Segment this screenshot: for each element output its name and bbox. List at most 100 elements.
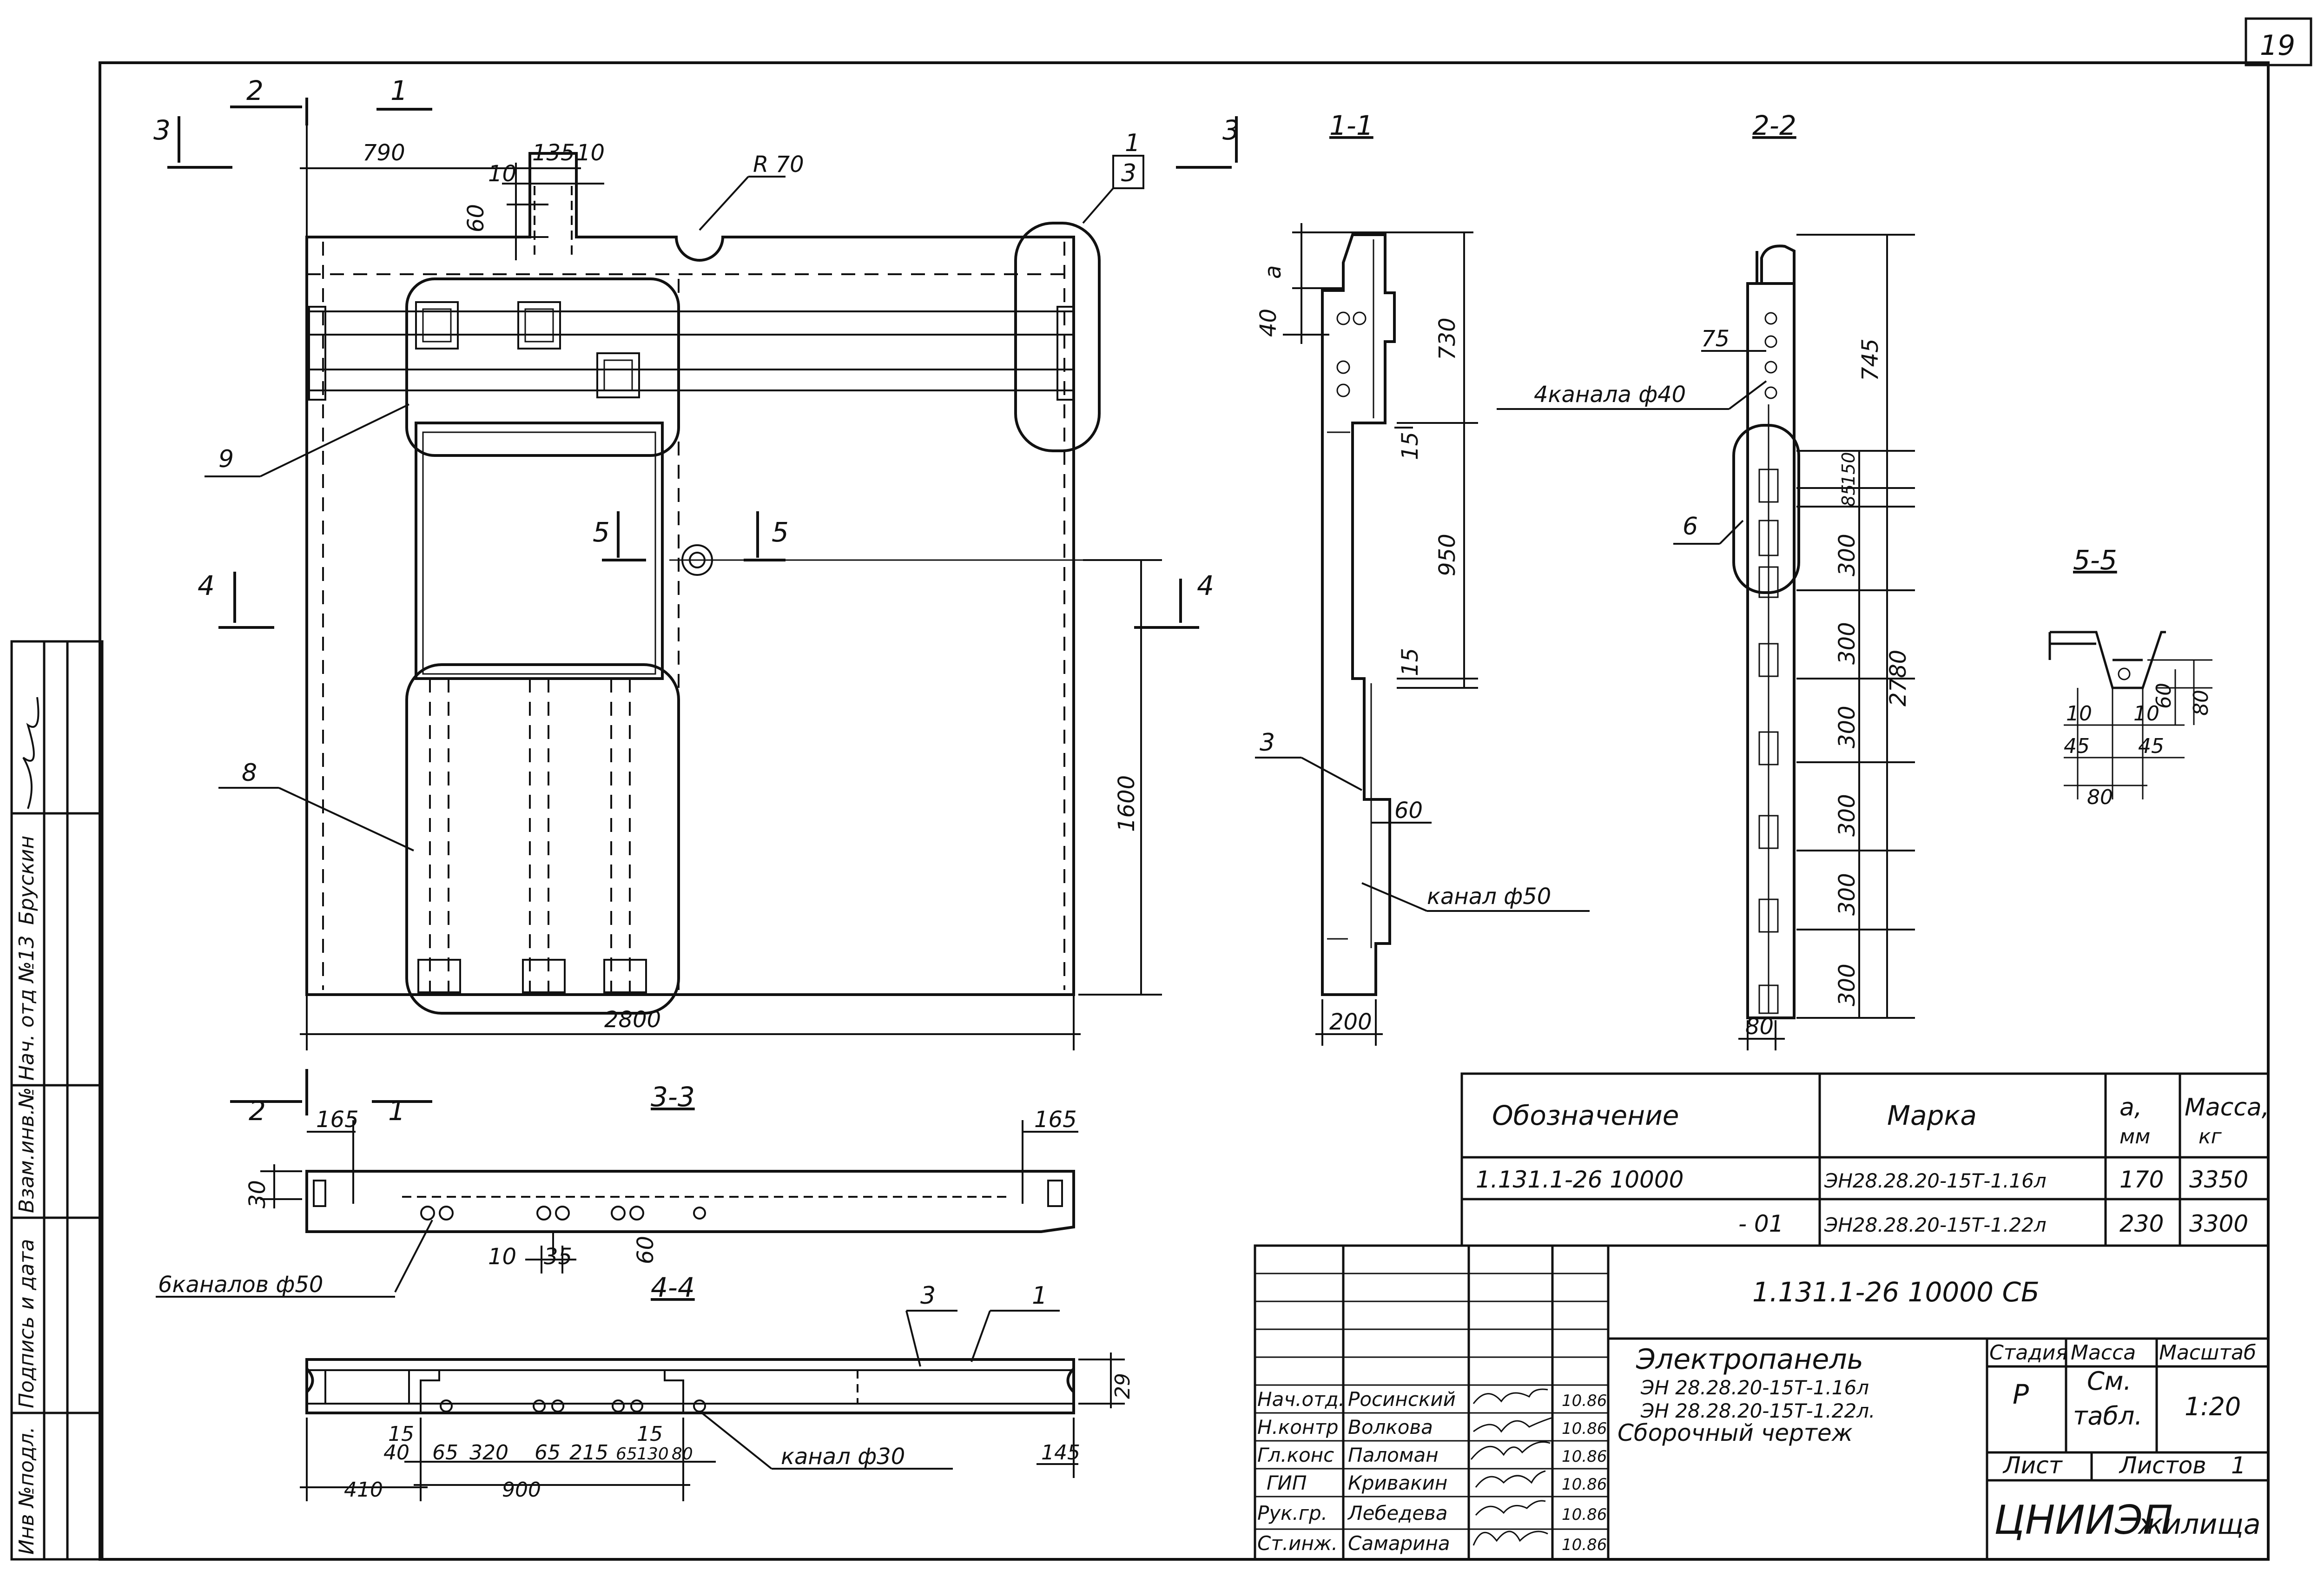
left-margin-strip [10, 640, 104, 1561]
title-mass-value-b: табл. [2073, 1401, 2143, 1431]
spec-header-a-unit: мм [2119, 1125, 2150, 1148]
staff-date-6: 10.86 [1562, 1536, 1607, 1554]
s44-dim-130: 130 [637, 1445, 669, 1464]
s44-callout-3: 3 [920, 1282, 936, 1310]
s44-dim-900: 900 [502, 1478, 541, 1502]
margin-inv-swap: Взам.инв.№ [15, 1087, 39, 1213]
s33-dim-165b: 165 [1034, 1107, 1077, 1133]
staff-date-4: 10.86 [1562, 1475, 1607, 1494]
s44-dim-320: 320 [469, 1441, 508, 1465]
title-sheets: 1 [2231, 1452, 2246, 1479]
title-name: Электропанель ЭН 28.28.20-15Т-1.16л ЭН 2… [1618, 1343, 1875, 1446]
s55-dim-45a: 45 [2064, 734, 2090, 758]
s22-dim-80: 80 [1745, 1014, 1774, 1040]
margin-dept-head: Нач. отд №13 [15, 935, 39, 1081]
s33-dim-10: 10 [488, 1244, 516, 1270]
staff-name-5: Лебедева [1347, 1502, 1448, 1524]
sheet-number-box: 19 [2245, 17, 2312, 66]
staff-date-1: 10.86 [1562, 1392, 1607, 1410]
title-name-line4: Сборочный чертеж [1618, 1419, 1853, 1446]
callout-9: 9 [218, 445, 234, 473]
s33-dim-165a: 165 [316, 1107, 359, 1133]
s44-dim-65b: 65 [535, 1441, 561, 1465]
title-scale: 1:20 [2185, 1392, 2241, 1421]
s44-dim-65c: 65 [616, 1445, 637, 1464]
staff-date-2: 10.86 [1562, 1419, 1607, 1438]
signature-2 [1473, 1417, 1553, 1433]
cut-2-top: 2 [246, 75, 264, 106]
s22-dim-2780: 2780 [1885, 650, 1911, 706]
s22-dim-75: 75 [1701, 326, 1730, 352]
spec-table: Обозначение Марка a, мм Масса, кг 1.131.… [1460, 1072, 2270, 1247]
front-dim-10a: 10 [488, 161, 516, 187]
cut-5-left: 5 [593, 516, 610, 548]
s44-note-channel30: канал ф30 [781, 1444, 905, 1470]
title-sheets-label: Листов [2119, 1452, 2206, 1479]
staff-role-3: Гл.конс [1257, 1444, 1334, 1466]
cut-1-top: 1 [390, 75, 408, 106]
s11-dim-730: 730 [1434, 317, 1460, 360]
s44-dim-29: 29 [1111, 1373, 1135, 1399]
s11-callout-3: 3 [1260, 729, 1275, 757]
s44-dim-15b: 15 [637, 1422, 663, 1446]
s33-dim-60: 60 [633, 1236, 659, 1264]
s55-dim-10b: 10 [2133, 702, 2159, 726]
callout-1-front: 1 [1125, 129, 1140, 157]
cut-3-left: 3 [153, 114, 171, 146]
front-dim-10b: 10 [576, 140, 605, 166]
spec-header-a: a, [2119, 1094, 2142, 1122]
signature-4 [1475, 1470, 1546, 1488]
title-org-b: жилища [2137, 1508, 2261, 1541]
front-dim-2800: 2800 [604, 1007, 661, 1033]
signature-3 [1470, 1441, 1551, 1460]
s11-dim-a: a [1260, 265, 1286, 279]
title-org-a: ЦНИИЭП [1994, 1497, 2173, 1544]
s22-dim-300f: 300 [1834, 963, 1860, 1006]
s55-dim-80b: 80 [2189, 690, 2213, 716]
sheet-number: 19 [2260, 29, 2295, 62]
s55-dim-60: 60 [2152, 683, 2176, 709]
section-3-3: 3-3 2 1 [156, 1069, 1078, 1298]
section-4-4-title: 4-4 [651, 1272, 695, 1303]
s33-dim-35: 35 [544, 1244, 572, 1270]
callout-8: 8 [242, 759, 257, 787]
section-2-2-title: 2-2 [1752, 110, 1796, 141]
section-5-5: 5-5 10 10 45 45 80 60 80 [2048, 544, 2213, 809]
title-name-line2: ЭН 28.28.20-15Т-1.16л [1640, 1376, 1869, 1399]
s11-dim-15a: 15 [1397, 432, 1423, 460]
s22-dim-300b: 300 [1834, 622, 1860, 665]
s22-dim-300e: 300 [1834, 873, 1860, 916]
margin-sign-date: Подпись и дата [15, 1239, 39, 1408]
front-dim-790: 790 [363, 140, 405, 166]
title-mass-value-a: См. [2087, 1366, 2132, 1396]
front-view: 790 135 10 10 60 R 70 1600 2800 3 2 1 3 … [153, 75, 1240, 1050]
staff-date-5: 10.86 [1562, 1505, 1607, 1524]
staff-name-1: Росинский [1348, 1388, 1456, 1411]
front-dim-135: 135 [532, 140, 575, 166]
s11-note-channel50: канал ф50 [1427, 884, 1551, 910]
s44-dim-65a: 65 [432, 1441, 458, 1465]
callout-3-front: 3 [1121, 159, 1136, 187]
front-dim-1600: 1600 [1114, 775, 1140, 832]
staff-role-5: Рук.гр. [1257, 1502, 1327, 1524]
staff-date-3: 10.86 [1562, 1447, 1607, 1466]
staff-signatures [1470, 1388, 1553, 1546]
spec-row1-designation: 1.131.1-26 10000 [1476, 1166, 1684, 1193]
cut-2-bottom: 2 [249, 1095, 266, 1127]
s44-dim-80: 80 [672, 1445, 693, 1464]
cut-1-bottom: 1 [388, 1095, 405, 1127]
staff-role-1: Нач.отд. [1257, 1388, 1345, 1411]
spec-row1-mass: 3350 [2189, 1166, 2248, 1193]
staff-name-4: Кривакин [1348, 1471, 1447, 1494]
section-3-3-title: 3-3 [651, 1081, 695, 1113]
section-4-4: 4-4 [300, 1272, 1135, 1502]
spec-header-mark: Марка [1887, 1100, 1977, 1131]
section-2-2: 2-2 [1497, 110, 1915, 1050]
s11-dim-40: 40 [1255, 309, 1281, 337]
title-name-line1: Электропанель [1636, 1343, 1863, 1376]
s33-note-channels50: 6каналов ф50 [158, 1272, 323, 1298]
section-1-1-title: 1-1 [1329, 110, 1373, 141]
title-scale-label: Масштаб [2159, 1341, 2256, 1365]
s55-dim-45b: 45 [2138, 734, 2164, 758]
s55-dim-80a: 80 [2087, 785, 2113, 809]
